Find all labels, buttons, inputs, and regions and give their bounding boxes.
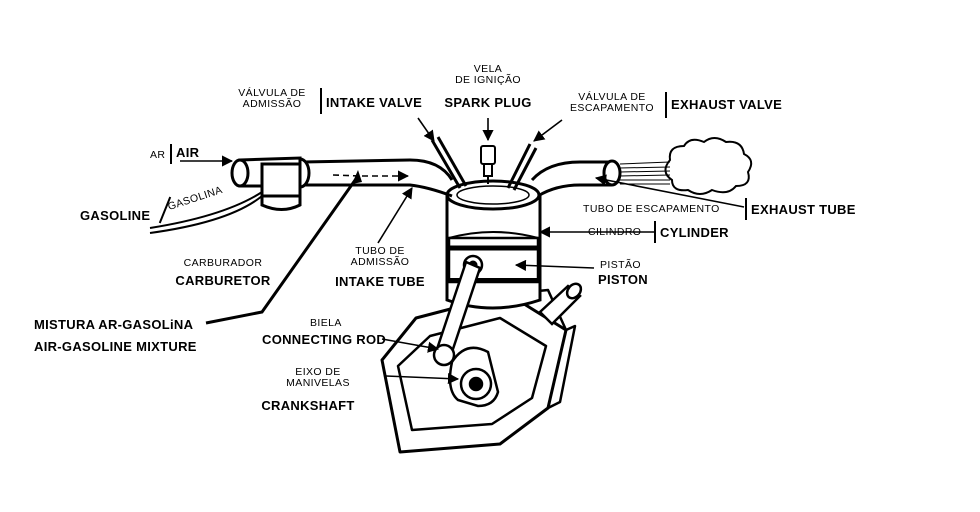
intake-valve-pt-line1: VÁLVULA DE <box>238 87 306 99</box>
air-separator <box>170 144 172 164</box>
exhaust-valve-pt-line2: ESCAPAMENTO <box>570 102 654 115</box>
cylinder-en-label: CYLINDER <box>660 225 729 240</box>
intake-valve-separator <box>320 88 322 114</box>
connecting-rod-pt-label: BIELA <box>310 317 342 329</box>
connecting-rod <box>432 260 482 367</box>
crankshaft-pt-line1: EIXO DE <box>295 366 341 378</box>
valve-stems <box>430 136 538 191</box>
piston-en-label: PISTON <box>598 272 648 287</box>
exhaust-tube <box>530 159 622 198</box>
exhaust-valve-pt-label: VÁLVULA DE ESCAPAMENTO <box>560 91 664 115</box>
intake-tube-en-label: INTAKE TUBE <box>335 274 425 289</box>
intake-tube-pt-line1: TUBO DE <box>355 245 405 257</box>
mixture-pointer <box>205 175 360 325</box>
exhaust-tube-separator <box>745 198 747 220</box>
cylinder-pt-label: CILINDRO <box>588 226 642 238</box>
exhaust-tube-pt-label: TUBO DE ESCAPAMENTO <box>583 203 720 215</box>
leader-lines <box>180 117 745 385</box>
carburetor-body <box>230 156 302 211</box>
exhaust-stream <box>619 161 671 185</box>
air-pt-label: AR <box>150 149 166 161</box>
mixture-en-label: AIR-GASOLINE MIXTURE <box>34 339 197 354</box>
crankshaft-pt-label: EIXO DE MANIVELAS <box>264 366 372 390</box>
crankshaft-pt-line2: MANIVELAS <box>286 377 350 390</box>
intake-tube <box>289 157 454 198</box>
mixture-pointer-head <box>352 170 362 184</box>
spark-plug-pt-label: VELA DE IGNIÇÃO <box>440 63 536 87</box>
exhaust-valve-separator <box>665 92 667 118</box>
mixture-pt-label: MISTURA AR-GASOLiNA <box>34 317 194 332</box>
piston-pt-label: PISTÃO <box>600 259 641 271</box>
spark-plug-pt-line2: DE IGNIÇÃO <box>455 74 521 87</box>
intake-tube-pt-label: TUBO DE ADMISSÃO <box>330 245 430 269</box>
spark-plug-pt-line1: VELA <box>473 63 503 75</box>
exhaust-valve-pt-line1: VÁLVULA DE <box>578 91 646 103</box>
intake-tube-pt-line2: ADMISSÃO <box>350 256 410 269</box>
carburetor-pt-label: CARBURADOR <box>183 257 263 269</box>
crankshaft-en-label: CRANKSHAFT <box>261 398 355 413</box>
exhaust-tube-en-label: EXHAUST TUBE <box>751 202 856 217</box>
intake-valve-pt-line2: ADMISSÃO <box>242 98 302 111</box>
cylinder-separator <box>654 221 656 243</box>
intake-valve-en-label: INTAKE VALVE <box>326 95 423 110</box>
air-en-label: AIR <box>176 145 200 160</box>
exhaust-valve-en-label: EXHAUST VALVE <box>671 97 783 112</box>
crank-web <box>448 346 500 408</box>
crankshaft-stub <box>538 282 583 326</box>
intake-valve-pt-label: VÁLVULA DE ADMISSÃO <box>226 87 318 111</box>
gasoline-line <box>149 191 263 234</box>
spark-plug <box>480 145 496 184</box>
spark-plug-en-label: SPARK PLUG <box>444 95 532 110</box>
connecting-rod-en-label: CONNECTING ROD <box>262 332 387 347</box>
carburetor-en-label: CARBURETOR <box>175 273 271 288</box>
exhaust-cloud <box>664 137 753 195</box>
gasoline-en-label: GASOLINE <box>80 208 151 223</box>
